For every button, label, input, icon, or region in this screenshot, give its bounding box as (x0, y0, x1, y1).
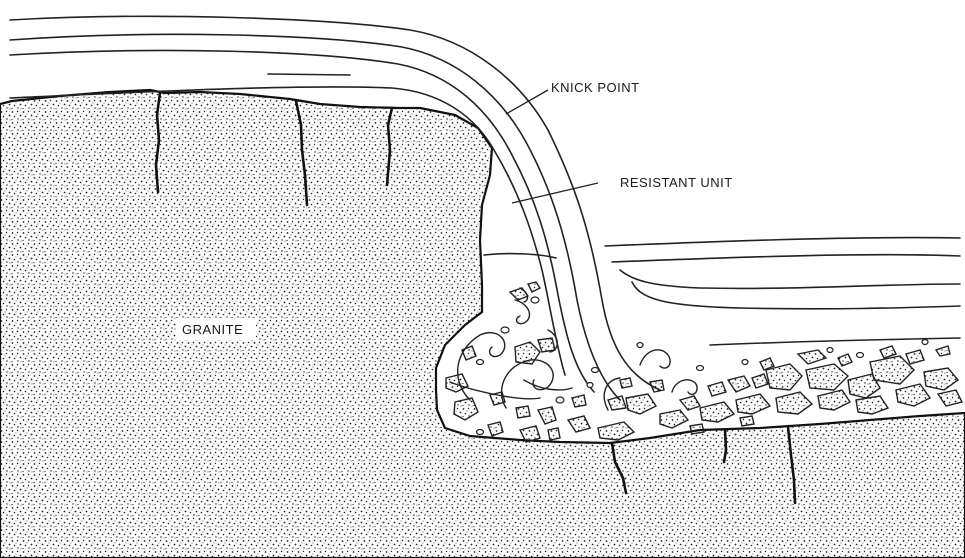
resistant-unit-leader (512, 183, 598, 203)
resistant-unit-label: RESISTANT UNIT (620, 175, 733, 190)
knick-point-label: KNICK POINT (551, 80, 640, 95)
plunge-pool-eddies (450, 288, 697, 410)
knick-point-leader (506, 90, 548, 114)
granite-label: GRANITE (182, 322, 243, 337)
granite-upper-block (0, 90, 965, 558)
